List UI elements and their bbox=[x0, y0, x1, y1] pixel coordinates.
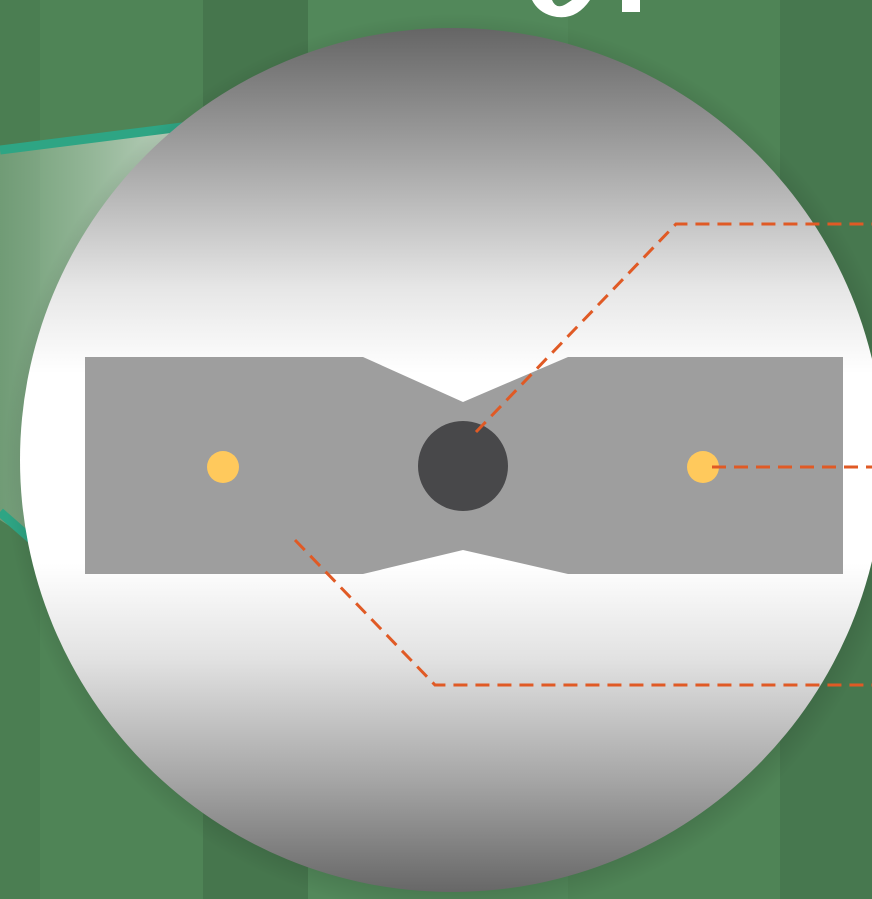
headline-glyph bbox=[622, 0, 640, 12]
center-hole-leader-line bbox=[474, 222, 872, 434]
center-hole bbox=[418, 421, 508, 511]
right-dot bbox=[687, 451, 719, 483]
left-dot bbox=[207, 451, 239, 483]
bar-region-leader-line bbox=[293, 538, 872, 687]
top-headline-fragment bbox=[532, 0, 640, 18]
leader-lines bbox=[293, 222, 872, 687]
headline-glyph bbox=[532, 0, 590, 18]
